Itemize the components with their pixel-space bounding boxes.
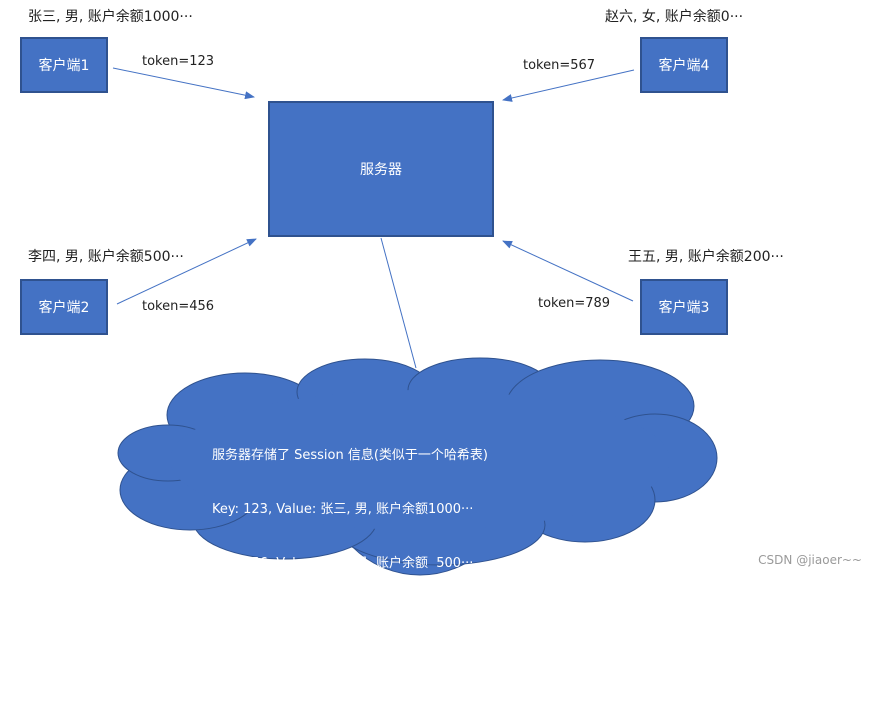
session-store-title: 服务器存储了 Session 信息(类似于一个哈希表)	[212, 448, 489, 463]
watermark: CSDN @jiaoer~~	[758, 553, 862, 567]
client-3-token: token=789	[538, 296, 611, 311]
session-row-2: Key: 456, Value: 李四, 男, 账户余额 500···	[212, 556, 474, 571]
line-server-to-session-cloud	[380, 237, 417, 369]
client-1-info: 张三, 男, 账户余额1000···	[28, 9, 193, 25]
client-4-token: token=567	[523, 58, 596, 73]
client-1-token: token=123	[142, 54, 215, 69]
session-store-text: 服务器存储了 Session 信息(类似于一个哈希表) Key: 123, Va…	[212, 411, 488, 717]
client-2-label: 客户端2	[38, 300, 90, 316]
server-box: 服务器	[268, 101, 494, 237]
session-cloud-shape	[117, 357, 718, 576]
arrow-client3-to-server	[502, 240, 634, 302]
session-row-4: Key: 567, Value: 赵六, 女, 账户余额 0···	[212, 664, 474, 679]
client-2-box: 客户端2	[20, 279, 108, 335]
client-4-label: 客户端4	[658, 58, 710, 74]
client-2-info: 李四, 男, 账户余额500···	[28, 249, 184, 265]
arrow-client1-to-server	[112, 67, 255, 100]
client-2-token: token=456	[142, 299, 215, 314]
client-1-label: 客户端1	[38, 58, 90, 74]
diagram-canvas: 服务器 客户端1 客户端2 客户端3 客户端4 张三, 男, 账户余额1000·…	[20, 9, 862, 576]
client-3-label: 客户端3	[658, 300, 710, 316]
client-3-info: 王五, 男, 账户余额200···	[628, 249, 784, 265]
client-1-box: 客户端1	[20, 37, 108, 93]
client-4-info: 赵六, 女, 账户余额0···	[605, 9, 744, 25]
client-3-box: 客户端3	[640, 279, 728, 335]
arrow-client2-to-server	[116, 238, 257, 305]
client-4-box: 客户端4	[640, 37, 728, 93]
arrow-client4-to-server	[502, 69, 635, 102]
session-row-1: Key: 123, Value: 张三, 男, 账户余额1000···	[212, 502, 474, 517]
session-row-3: Key: 789, Value: 王五, 男, 账户余额 200···	[212, 610, 474, 625]
server-label: 服务器	[360, 162, 402, 178]
diagram-connectors	[112, 67, 718, 576]
